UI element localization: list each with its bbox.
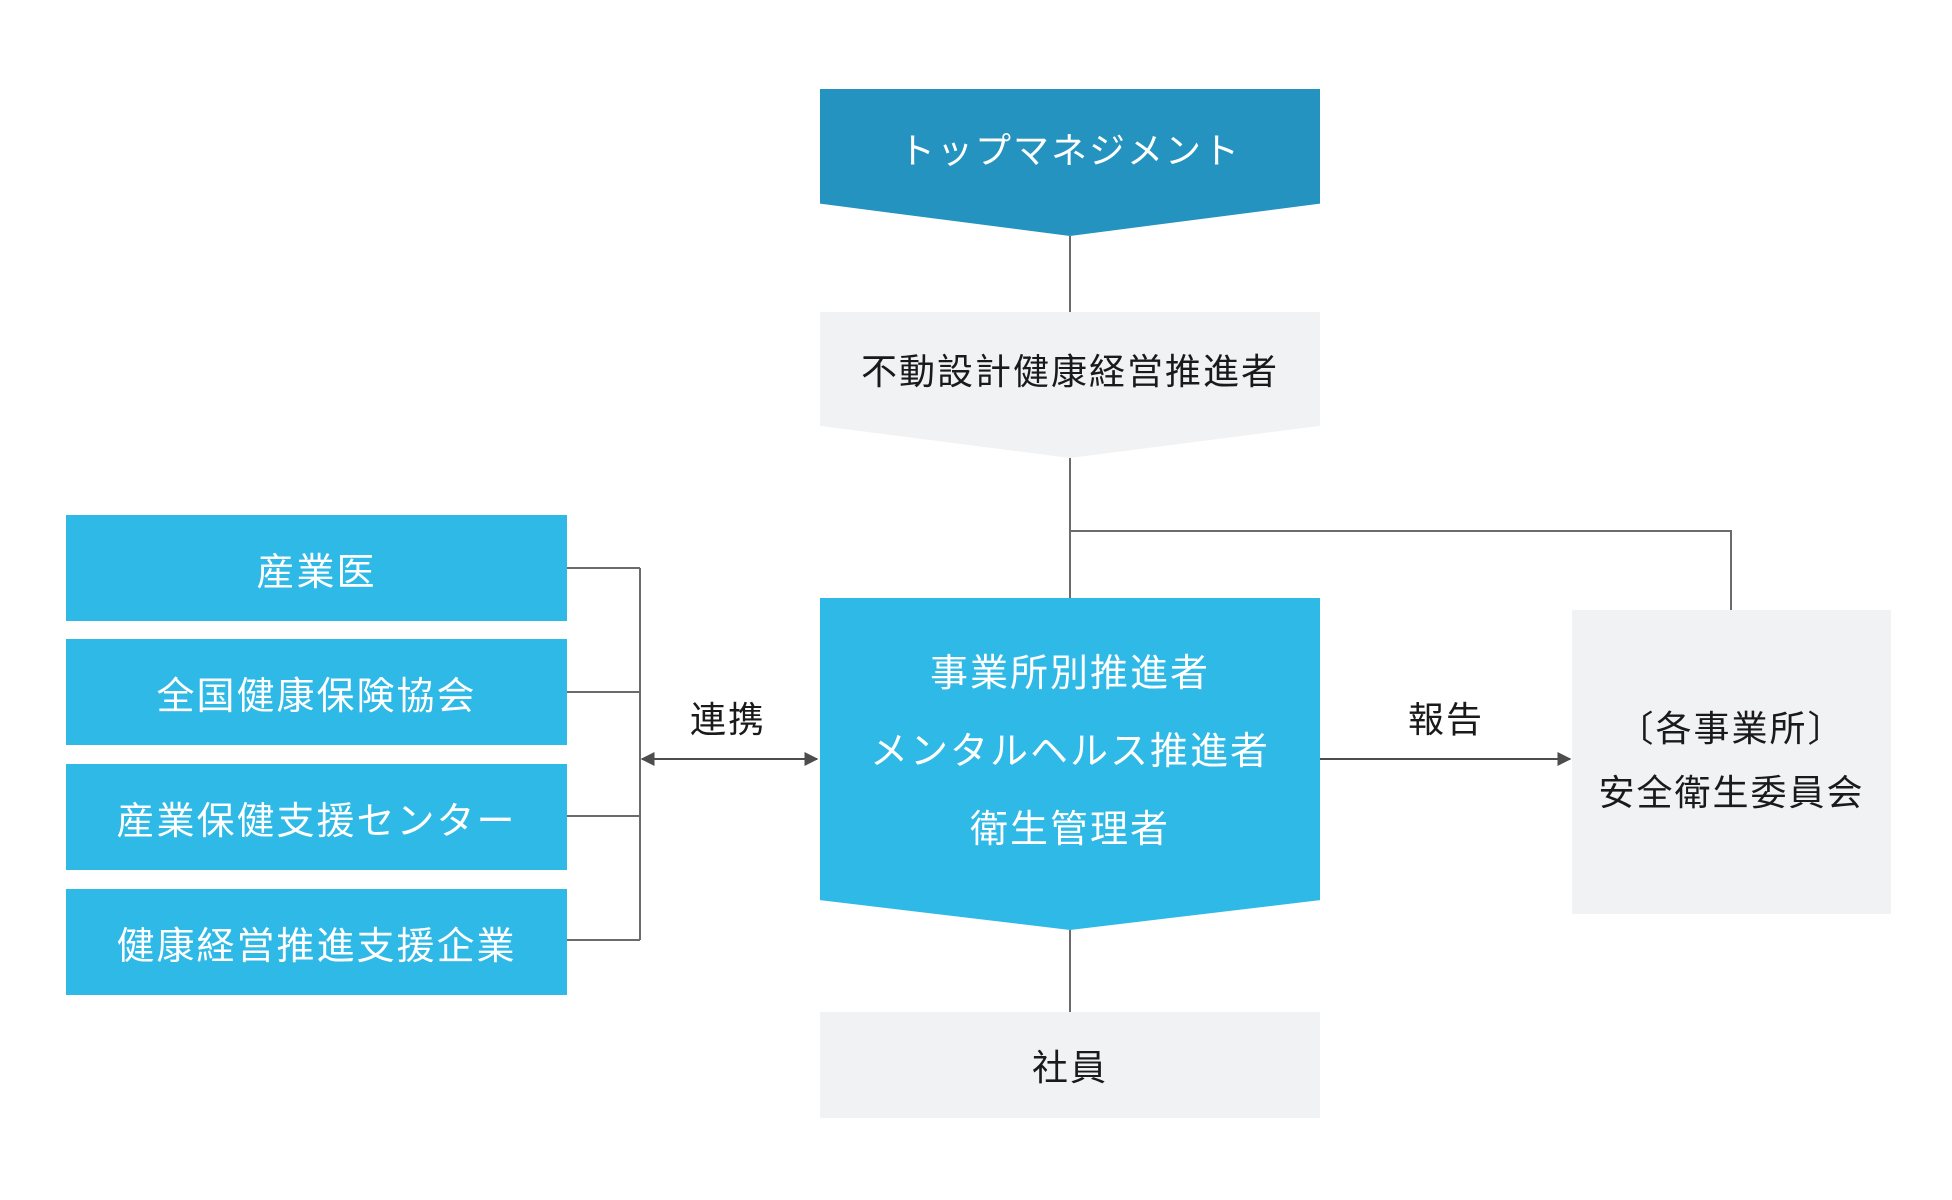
partner-box-1: 産業医: [66, 515, 567, 621]
center-line-2: メンタルヘルス推進者: [869, 729, 1270, 773]
partner-label-2: 全国健康保険協会: [156, 673, 477, 718]
top-management-label: トップマネジメント: [898, 130, 1241, 172]
partner-box-3: 産業保健支援センター: [66, 764, 567, 870]
line-to-committee: [1070, 530, 1732, 610]
partner-label-4: 健康経営推進支援企業: [116, 923, 517, 968]
center-promoters-box: 事業所別推進者 メンタルヘルス推進者 衛生管理者: [820, 598, 1320, 930]
promoter-box: 不動設計健康経営推進者: [820, 312, 1320, 458]
top-management-box: トップマネジメント: [820, 89, 1320, 236]
employees-box: 社員: [820, 1012, 1320, 1118]
partner-label-3: 産業保健支援センター: [116, 798, 517, 843]
link-label: 連携: [690, 700, 767, 741]
committee-line-2: 安全衛生委員会: [1598, 773, 1865, 814]
partner-label-1: 産業医: [256, 549, 377, 594]
center-line-3: 衛生管理者: [969, 807, 1170, 851]
center-lines: 事業所別推進者 メンタルヘルス推進者 衛生管理者: [870, 634, 1270, 868]
report-label: 報告: [1408, 700, 1485, 741]
partner-box-4: 健康経営推進支援企業: [66, 889, 567, 995]
committee-line-1: 〔各事業所〕: [1617, 709, 1846, 750]
partner-box-2: 全国健康保険協会: [66, 639, 567, 745]
employees-label: 社員: [1031, 1048, 1108, 1089]
committee-box: 〔各事業所〕 安全衛生委員会: [1572, 610, 1891, 914]
promoter-label: 不動設計健康経営推進者: [860, 352, 1279, 393]
center-line-1: 事業所別推進者: [929, 651, 1210, 695]
